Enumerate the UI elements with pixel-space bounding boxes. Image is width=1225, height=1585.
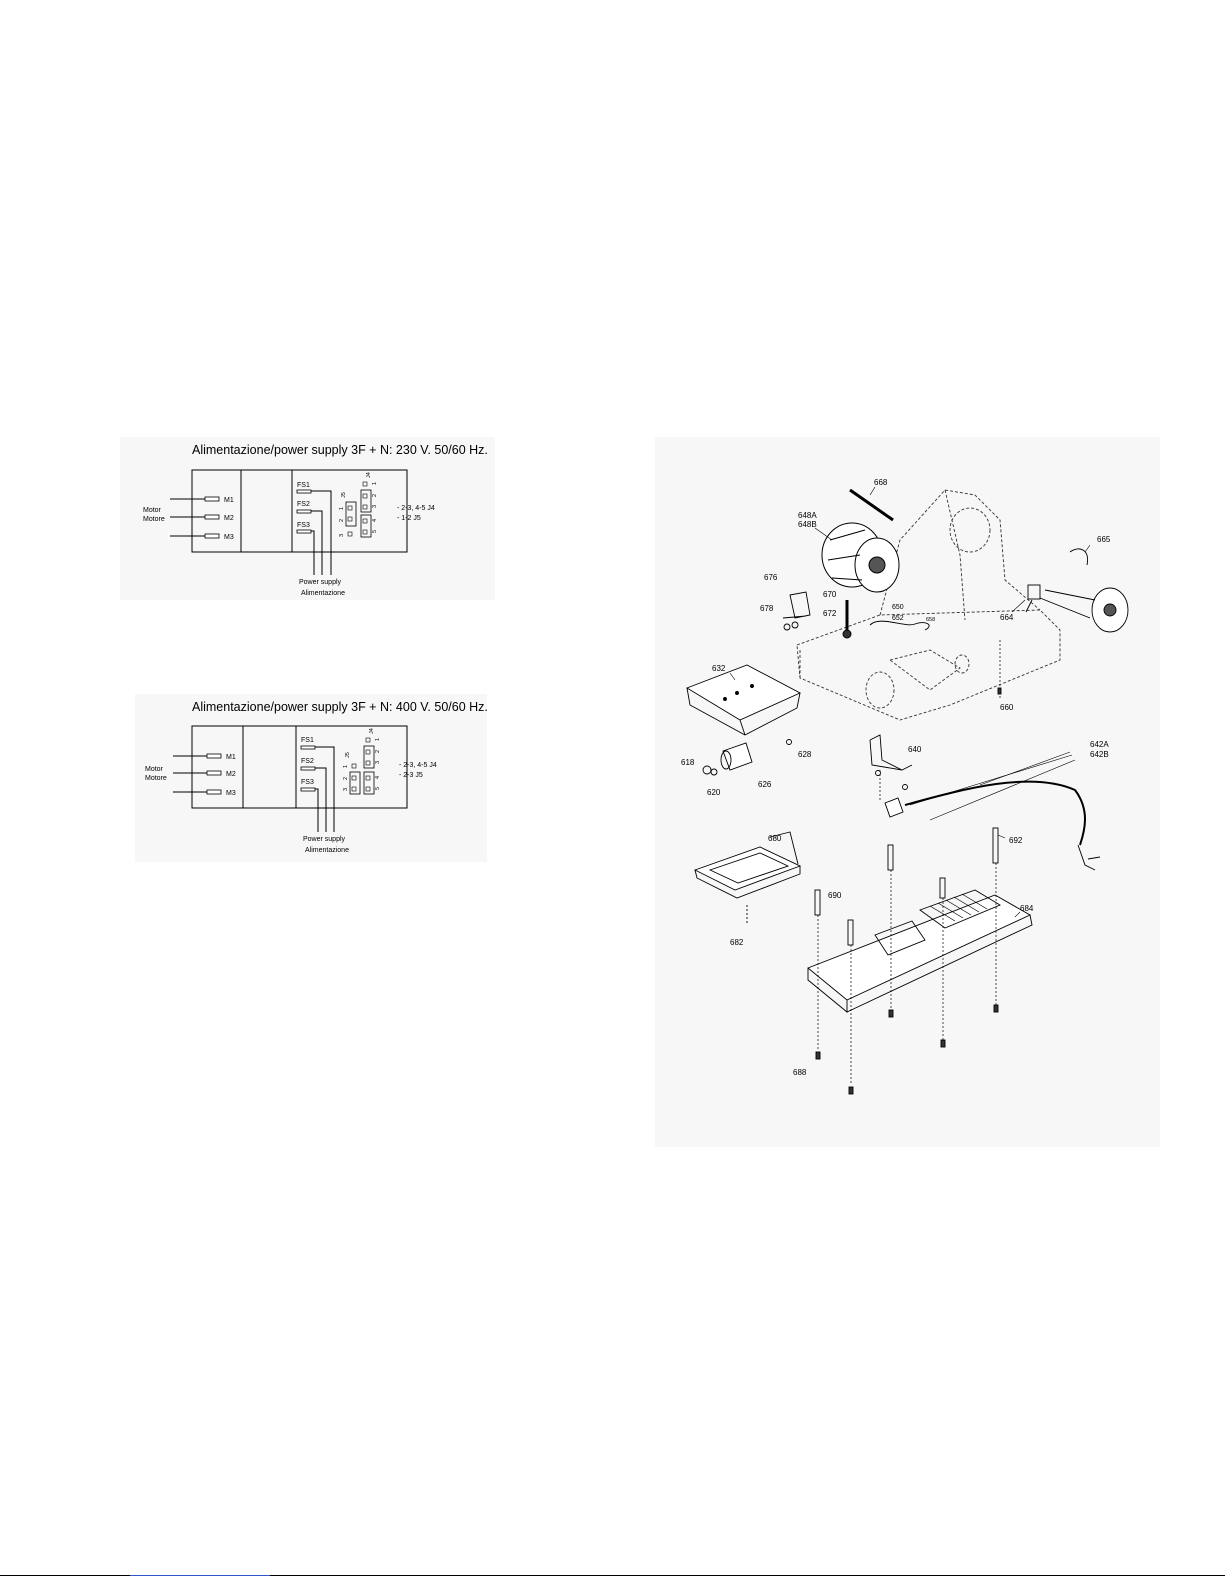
svg-text:1: 1 (375, 738, 381, 741)
part-label-672: 672 (823, 609, 837, 618)
part-label-690: 690 (828, 891, 842, 900)
footer-link-underline[interactable] (130, 1572, 270, 1576)
part-label-620: 620 (707, 788, 721, 797)
fuse-fs1: FS1 (297, 482, 310, 489)
j5-label: J5 (341, 492, 347, 498)
fuse-fs1: FS1 (301, 737, 314, 744)
terminal-m3: M3 (226, 790, 236, 797)
jumper-note-2: - 2-3 J5 (399, 772, 423, 779)
supply-label: Power supply (303, 836, 346, 843)
supply-label-it: Alimentazione (301, 590, 345, 597)
part-label-632: 632 (712, 664, 726, 673)
svg-text:3: 3 (343, 788, 349, 791)
terminal-m2: M2 (224, 515, 234, 522)
part-label-664: 664 (1000, 613, 1014, 622)
terminal-m2: M2 (226, 771, 236, 778)
part-label-670: 670 (823, 590, 837, 599)
shaft-part (849, 488, 894, 522)
part-label-682: 682 (730, 938, 744, 947)
fan-part (1025, 548, 1129, 633)
wiring-title-400: Alimentazione/power supply 3F + N: 400 V… (192, 700, 488, 714)
terminal-m3: M3 (224, 534, 234, 541)
supply-label: Power supply (299, 579, 342, 586)
part-label-688: 688 (793, 1068, 807, 1077)
wiring-panel-230 (120, 437, 495, 600)
jumper-note-1: - 2-3, 4-5 J4 (399, 762, 437, 769)
terminal-m1: M1 (226, 754, 236, 761)
part-label-668: 668 (874, 478, 888, 487)
motor-label: Motor (145, 766, 164, 773)
screw-part (815, 687, 1002, 1095)
part-label-692: 692 (1009, 836, 1023, 845)
svg-text:4: 4 (375, 776, 381, 779)
svg-text:4: 4 (372, 519, 378, 522)
part-label-650: 650 (892, 604, 904, 611)
part-label-678: 678 (760, 604, 774, 613)
svg-text:1: 1 (372, 482, 378, 485)
supply-label-it: Alimentazione (305, 847, 349, 854)
jumper-note-1: - 2-3, 4-5 J4 (397, 505, 435, 512)
part-label-642b: 642B (1090, 750, 1109, 759)
mount-bracket-part (869, 734, 913, 771)
power-cable-part (884, 780, 1101, 871)
page-bottom-rule (0, 1575, 1225, 1576)
fuse-fs3: FS3 (301, 779, 314, 786)
svg-text:5: 5 (375, 787, 381, 790)
svg-text:1: 1 (339, 507, 345, 510)
wiring-panel-400 (135, 694, 487, 862)
capacitor-part (702, 742, 753, 776)
svg-text:2: 2 (343, 777, 349, 780)
part-label-680: 680 (768, 834, 782, 843)
j4-label: J4 (366, 472, 372, 478)
j5-label: J5 (345, 752, 351, 758)
svg-text:1: 1 (343, 765, 349, 768)
part-label-660: 660 (1000, 703, 1014, 712)
base-plate-part (807, 889, 1033, 1013)
j4-label: J4 (369, 728, 375, 734)
svg-text:5: 5 (372, 530, 378, 533)
svg-text:2: 2 (339, 519, 345, 522)
svg-text:2: 2 (372, 494, 378, 497)
motor-label-it: Motore (143, 516, 165, 523)
fuse-fs3: FS3 (297, 522, 310, 529)
part-label-676: 676 (764, 573, 778, 582)
part-label-658: 658 (926, 617, 935, 623)
bracket-part (782, 591, 811, 619)
part-label-640: 640 (908, 745, 922, 754)
machine-body (796, 489, 1061, 721)
tray-part (693, 831, 802, 899)
part-label-684: 684 (1020, 904, 1034, 913)
jumper-note-2: - 1-2 J5 (397, 515, 421, 522)
part-label-665: 665 (1097, 535, 1111, 544)
wiring-title-230: Alimentazione/power supply 3F + N: 230 V… (192, 443, 488, 457)
svg-text:3: 3 (375, 761, 381, 764)
part-label-648a: 648A (798, 511, 817, 520)
part-label-628: 628 (798, 750, 812, 759)
part-label-652: 652 (892, 615, 904, 622)
fuse-fs2: FS2 (297, 501, 310, 508)
cover-box-part (685, 664, 802, 736)
svg-text:3: 3 (372, 505, 378, 508)
terminal-m1: M1 (224, 497, 234, 504)
svg-text:3: 3 (339, 534, 345, 537)
fuse-fs2: FS2 (301, 758, 314, 765)
motor-label: Motor (143, 507, 162, 514)
motor-label-it: Motore (145, 775, 167, 782)
svg-text:2: 2 (375, 750, 381, 753)
standoff-part (814, 827, 999, 946)
part-label-642a: 642A (1090, 740, 1109, 749)
part-label-626: 626 (758, 780, 772, 789)
part-label-618: 618 (681, 758, 695, 767)
motor-part (821, 522, 900, 593)
part-label-648b: 648B (798, 520, 817, 529)
